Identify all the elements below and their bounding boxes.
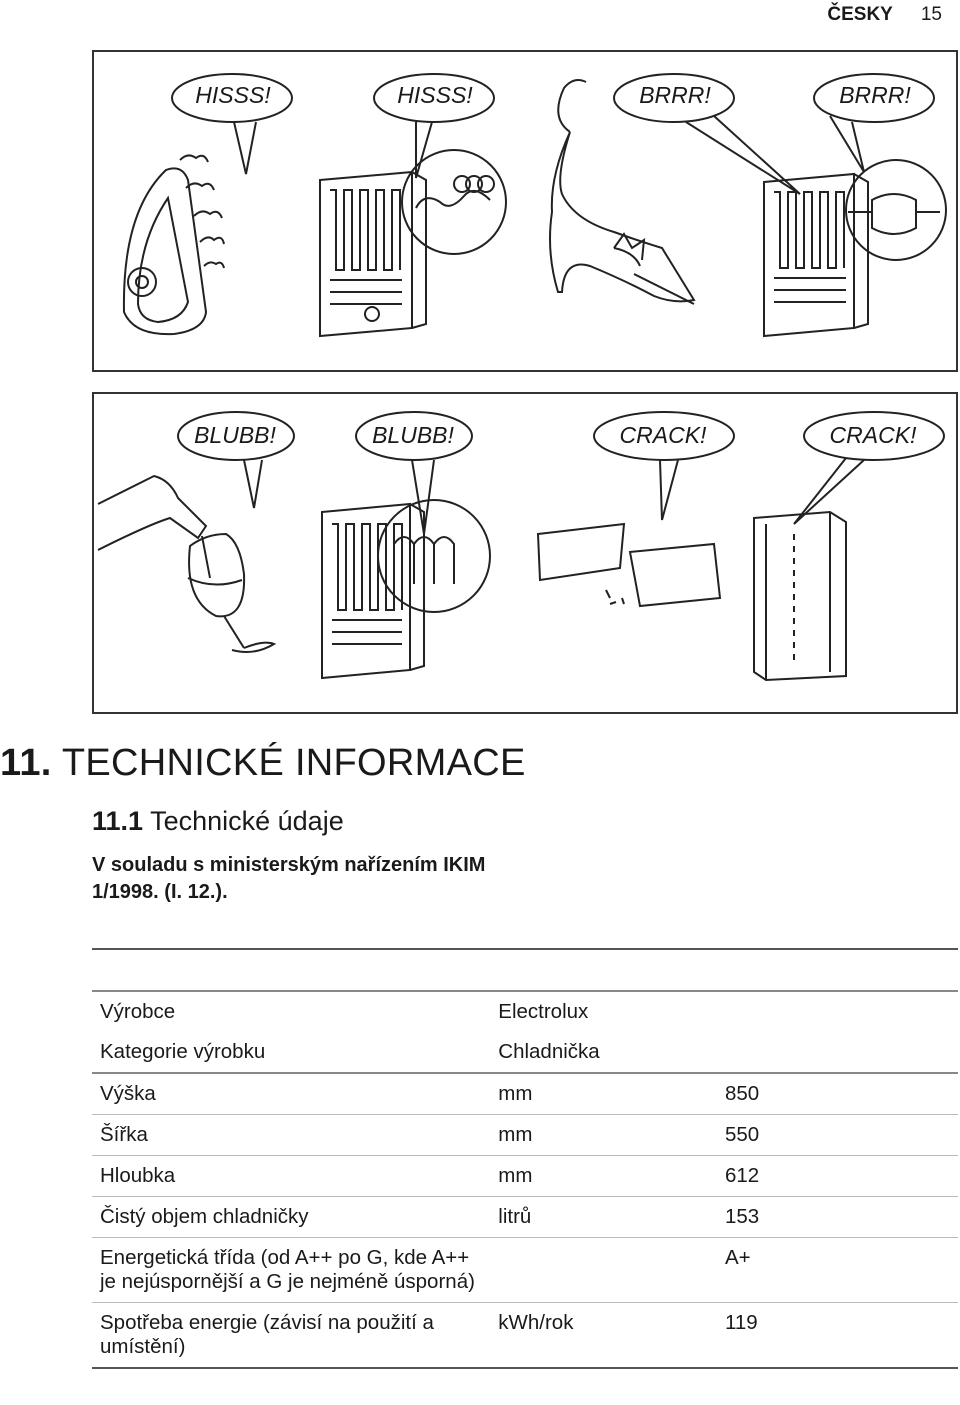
table-cell: Spotřeba energie (závisí na použití a um… [92, 1302, 491, 1369]
technical-data-table: Výrobce Electrolux Kategorie výrobku Chl… [92, 948, 958, 1369]
intro-text: V souladu s ministerským nařízením IKIM … [92, 854, 486, 903]
sound-bubble-brrr-1: BRRR! [639, 82, 711, 108]
section-title: TECHNICKÉ INFORMACE [61, 742, 526, 784]
page-header: ČESKY 15 [827, 4, 942, 26]
table-cell: 153 [716, 1196, 958, 1238]
table-cell: 119 [716, 1302, 958, 1369]
table-cell [717, 1032, 958, 1073]
subsection-title: Technické údaje [150, 806, 344, 836]
table-cell: 550 [716, 1114, 958, 1156]
table-row: Šířka mm 550 [92, 1114, 958, 1156]
illustration-panel-sounds-1: HISSS! HISSS! BRRR! BRRR! [92, 50, 958, 372]
sound-bubble-crack-1: CRACK! [619, 422, 707, 448]
table-cell: mm [490, 1072, 717, 1115]
subsection-number: 11.1 [92, 806, 144, 836]
table-row: Kategorie výrobku Chladnička [92, 1032, 958, 1073]
table-cell: mm [490, 1114, 717, 1156]
table-cell: Hloubka [92, 1155, 491, 1197]
table-cell: kWh/rok [490, 1302, 717, 1369]
table-cell: Kategorie výrobku [100, 1040, 266, 1063]
table-cell: Šířka [92, 1114, 491, 1156]
table-row: Hloubka mm 612 [92, 1155, 958, 1197]
subsection-heading: 11.1 Technické údaje [92, 806, 344, 837]
table-row: Energetická třída (od A++ po G, kde A++ … [92, 1237, 958, 1303]
noise-illustrations-2 [97, 411, 945, 682]
sound-bubble-blubb-1: BLUBB! [194, 422, 276, 448]
table-cell: mm [490, 1155, 717, 1197]
table-cell: 850 [716, 1072, 958, 1115]
sound-bubble-crack-2: CRACK! [829, 422, 917, 448]
table-row [92, 948, 958, 991]
table-row: Výška mm 850 [92, 1072, 958, 1115]
sound-bubble-brrr-2: BRRR! [839, 82, 911, 108]
header-language: ČESKY [827, 4, 893, 25]
section-number: 11. [0, 742, 52, 784]
table-cell: A+ [716, 1237, 958, 1303]
table-cell: Čistý objem chladničky [92, 1196, 491, 1238]
section-heading: 11. TECHNICKÉ INFORMACE [0, 742, 526, 785]
table-cell: Electrolux [490, 990, 717, 1032]
table-row: Čistý objem chladničky litrů 153 [92, 1196, 958, 1238]
page-number: 15 [920, 4, 942, 25]
sound-bubble-hiss-2: HISSS! [397, 82, 473, 108]
sound-bubble-blubb-2: BLUBB! [372, 422, 454, 448]
table-row: Spotřeba energie (závisí na použití a um… [92, 1302, 958, 1369]
sound-bubble-hiss-1: HISSS! [195, 82, 271, 108]
table-cell: litrů [490, 1196, 717, 1238]
table-row: Výrobce Electrolux [92, 990, 958, 1032]
table-cell [490, 1237, 717, 1303]
table-cell: Výška [92, 1072, 491, 1115]
table-cell [716, 990, 958, 1032]
table-cell: 612 [716, 1155, 958, 1197]
noise-illustrations-1 [122, 73, 947, 338]
table-cell: Energetická třída (od A++ po G, kde A++ … [92, 1237, 491, 1303]
table-cell: Chladnička [498, 1040, 600, 1063]
illustration-panel-sounds-2: BLUBB! BLUBB! CRACK! CRACK! [92, 392, 958, 714]
table-cell: Výrobce [92, 990, 491, 1032]
